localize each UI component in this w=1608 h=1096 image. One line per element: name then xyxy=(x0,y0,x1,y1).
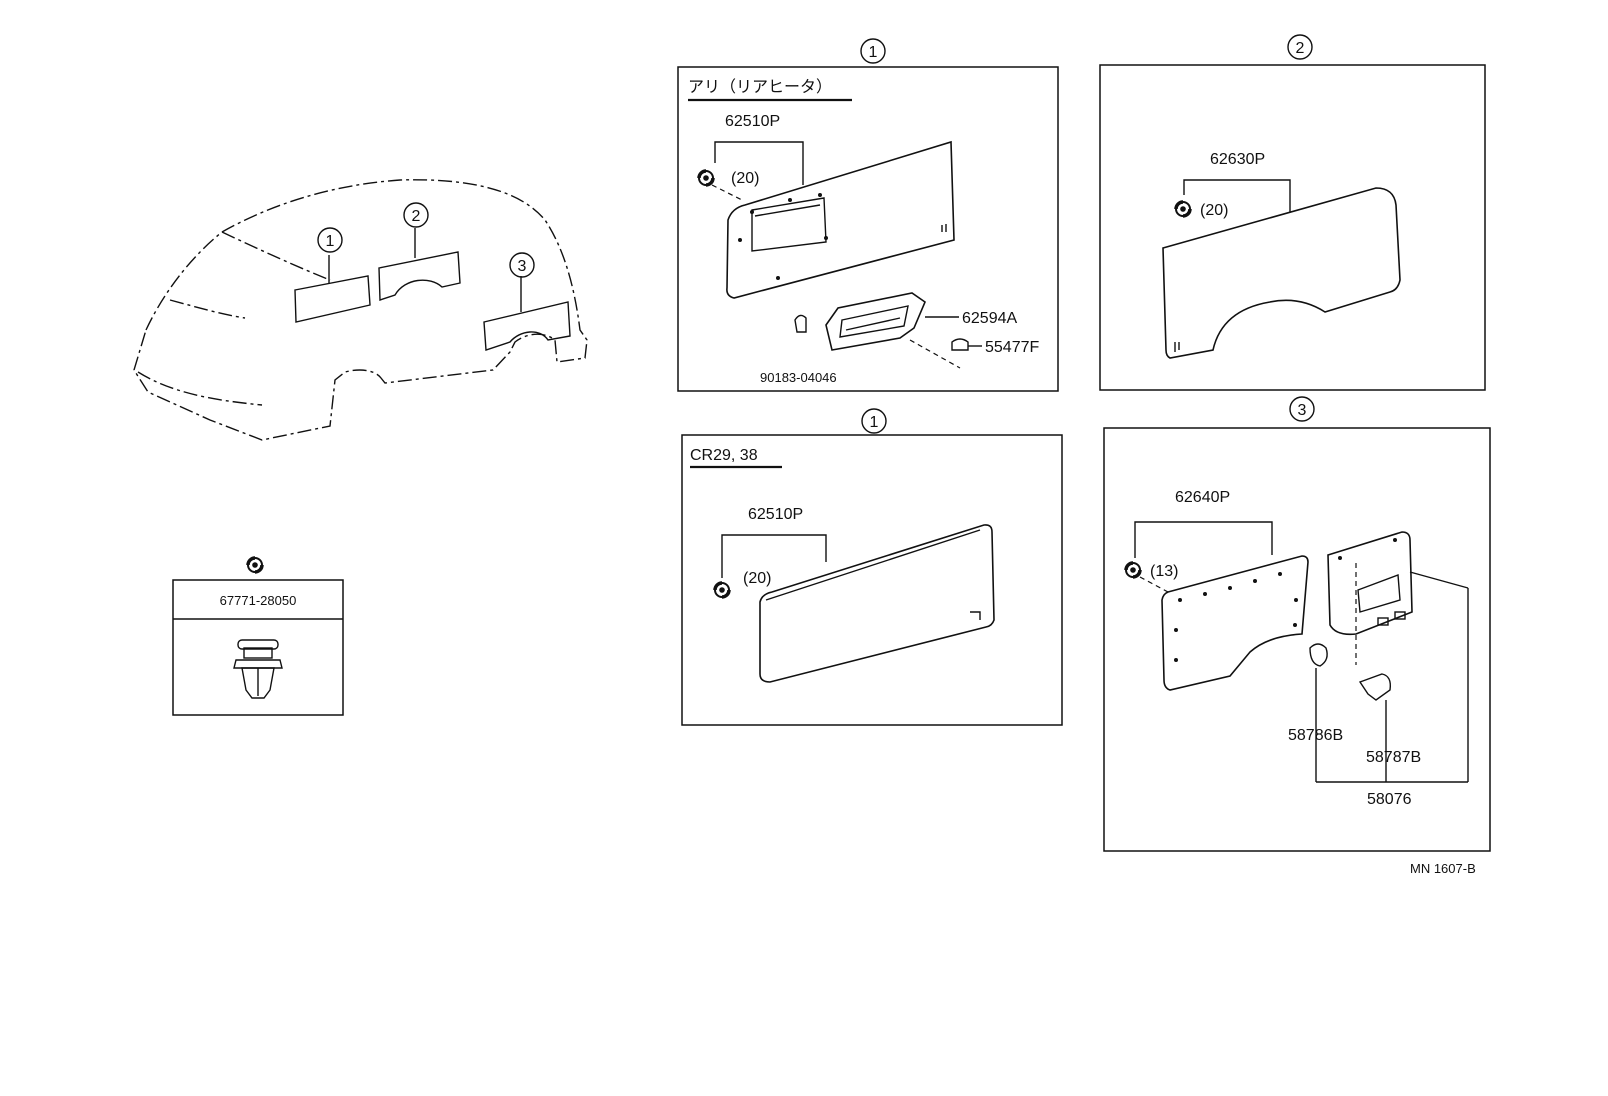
panel-2-clip-icon xyxy=(1174,200,1192,218)
panel-1b-condition: CR29, 38 xyxy=(690,447,758,464)
panel-3-clip-qty: (13) xyxy=(1150,563,1178,580)
overview-callout-1-label: 1 xyxy=(326,233,335,250)
panel-1a-condition: アリ（リアヒータ） xyxy=(688,78,832,96)
panel-3-callout: 3 xyxy=(1298,402,1307,419)
clip-drawing-icon xyxy=(233,639,283,699)
panel-2-clip-qty: (20) xyxy=(1200,202,1228,219)
panel-1b-clip-icon xyxy=(713,581,731,599)
panel-3-clip-icon xyxy=(1124,561,1142,579)
panel-2-trim-part: 62630P xyxy=(1210,151,1265,168)
panel-2-trim-board-icon xyxy=(1162,187,1401,359)
panel-3-latch-icon xyxy=(1358,673,1392,701)
clip-part-number: 67771-28050 xyxy=(220,593,297,608)
overview-callout-2-label: 2 xyxy=(412,208,421,225)
panel-1a-clip-icon xyxy=(697,169,715,187)
panel-1a-nut-part: 55477F xyxy=(985,339,1039,356)
panel-1a-grille-icon xyxy=(825,292,926,351)
panel-1a-trim-part: 62510P xyxy=(725,113,780,130)
panel-3-trim-part: 62640P xyxy=(1175,489,1230,506)
panel-1b-callout: 1 xyxy=(870,414,879,431)
panel-2-callout: 2 xyxy=(1296,40,1305,57)
panel-1a-grille-part: 62594A xyxy=(962,310,1017,327)
panel-1a-nut-icon xyxy=(951,338,969,351)
panel-1a-trim-board-icon xyxy=(726,140,955,299)
panel-1b-clip-qty: (20) xyxy=(743,570,771,587)
panel-3-part-a: 58786B xyxy=(1288,727,1343,744)
panel-1b-trim-board-icon xyxy=(759,524,995,683)
panel-2-frame: 2 62630P (20) xyxy=(1099,34,1486,391)
clip-legend: 67771-28050 xyxy=(172,556,344,716)
clip-symbol-icon xyxy=(246,556,264,574)
panel-1a-callout: 1 xyxy=(869,44,878,61)
diagram-code: MN 1607-B xyxy=(1410,861,1476,876)
panel-3-knob-icon xyxy=(1309,643,1328,667)
panel-3-frame: 3 62640P (13) xyxy=(1103,396,1491,852)
panel-1a-screw-icon xyxy=(794,314,807,333)
panel-3-trim-board-icon xyxy=(1161,555,1309,691)
overview-callout-3-label: 3 xyxy=(518,258,527,275)
overview-callout-3: 3 xyxy=(509,252,535,278)
panel-1a-clip-qty: (20) xyxy=(731,170,759,187)
panel-1b-trim-part: 62510P xyxy=(748,506,803,523)
panel-3-part-set: 58076 xyxy=(1367,791,1412,808)
panel-3-part-b: 58787B xyxy=(1366,749,1421,766)
vehicle-overview xyxy=(133,179,588,441)
overview-callout-1: 1 xyxy=(317,227,343,253)
panel-1a-screw-part: 90183-04046 xyxy=(760,370,837,385)
panel-3-side-cover-icon xyxy=(1327,531,1413,636)
panel-1a-frame: 1 アリ（リアヒータ） 62510P (20) 62594A 90183-040… xyxy=(677,38,1059,392)
panel-1b-frame: 1 CR29, 38 62510P (20) xyxy=(681,408,1063,726)
overview-callout-2: 2 xyxy=(403,202,429,228)
